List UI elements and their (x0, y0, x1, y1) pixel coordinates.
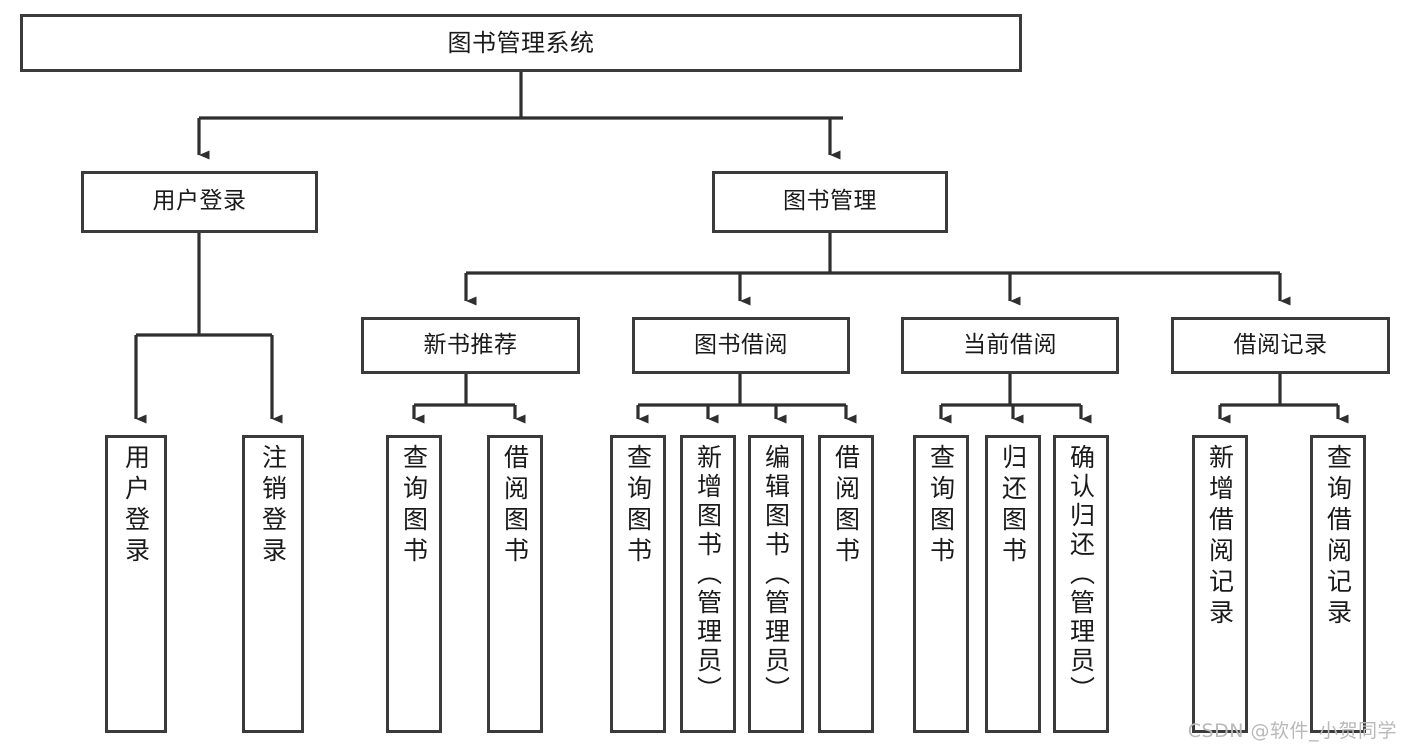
node-leaf-borrow-book-2-label: 借阅图书 (831, 444, 861, 568)
node-borrow-record[interactable]: 借阅记录 (1171, 317, 1390, 374)
node-user-login[interactable]: 用户登录 (81, 171, 318, 233)
node-current-borrow[interactable]: 当前借阅 (901, 317, 1119, 374)
node-leaf-return-book[interactable]: 归还图书 (985, 435, 1041, 733)
node-borrow-record-label: 借阅记录 (1233, 331, 1328, 358)
node-root-label: 图书管理系统 (447, 28, 595, 57)
csdn-watermark: CSDN @软件_小贺同学 (1187, 720, 1397, 742)
node-leaf-user-logout[interactable]: 注销登录 (242, 435, 304, 733)
node-leaf-return-book-label: 归还图书 (998, 444, 1028, 568)
node-leaf-confirm-return[interactable]: 确认归还（管理员） (1053, 435, 1109, 733)
node-book-borrow-label: 图书借阅 (694, 331, 788, 358)
node-leaf-query-record[interactable]: 查询借阅记录 (1310, 435, 1366, 733)
node-leaf-edit-book-label: 编辑图书（管理员） (761, 444, 791, 705)
node-leaf-query-book-3[interactable]: 查询图书 (913, 435, 969, 733)
node-leaf-add-record[interactable]: 新增借阅记录 (1192, 435, 1248, 733)
node-root[interactable]: 图书管理系统 (20, 14, 1022, 72)
node-leaf-edit-book[interactable]: 编辑图书（管理员） (748, 435, 804, 733)
node-current-borrow-label: 当前借阅 (963, 331, 1057, 358)
node-leaf-add-book-label: 新增图书（管理员） (693, 444, 723, 705)
node-leaf-add-record-label: 新增借阅记录 (1205, 444, 1235, 630)
node-book-manage-label: 图书管理 (783, 188, 877, 215)
node-new-book-rec[interactable]: 新书推荐 (361, 317, 580, 374)
node-leaf-confirm-return-label: 确认归还（管理员） (1066, 444, 1096, 705)
node-leaf-user-logout-label: 注销登录 (258, 444, 288, 568)
node-leaf-borrow-book-1[interactable]: 借阅图书 (487, 435, 543, 733)
node-leaf-query-record-label: 查询借阅记录 (1323, 444, 1353, 630)
node-leaf-user-login[interactable]: 用户登录 (105, 435, 167, 733)
node-book-manage[interactable]: 图书管理 (712, 171, 948, 233)
node-leaf-query-book-1[interactable]: 查询图书 (386, 435, 442, 733)
node-leaf-query-book-2[interactable]: 查询图书 (610, 435, 666, 733)
node-book-borrow[interactable]: 图书借阅 (632, 317, 850, 374)
node-leaf-borrow-book-1-label: 借阅图书 (500, 444, 530, 568)
node-new-book-rec-label: 新书推荐 (423, 331, 518, 358)
node-leaf-query-book-1-label: 查询图书 (399, 444, 429, 568)
node-leaf-borrow-book-2[interactable]: 借阅图书 (818, 435, 874, 733)
node-leaf-user-login-label: 用户登录 (121, 444, 151, 568)
node-user-login-label: 用户登录 (152, 188, 247, 215)
node-leaf-add-book[interactable]: 新增图书（管理员） (680, 435, 736, 733)
node-leaf-query-book-2-label: 查询图书 (623, 444, 653, 568)
node-leaf-query-book-3-label: 查询图书 (926, 444, 956, 568)
